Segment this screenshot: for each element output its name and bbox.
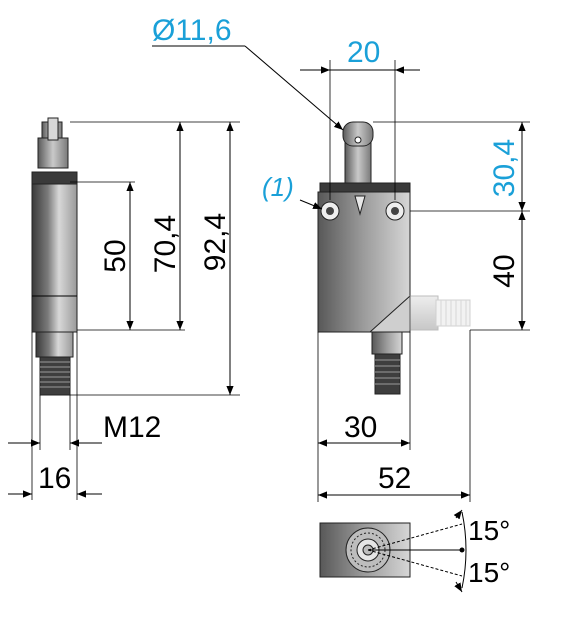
angle-lower-label: 15°: [468, 557, 510, 588]
dim-50-label: 50: [99, 239, 132, 272]
dim-70-4-label: 70,4: [149, 215, 182, 273]
side-plunger-cap: [37, 137, 69, 169]
side-neck: [35, 331, 74, 358]
cam-notch: [354, 195, 366, 216]
front-thread: [374, 353, 401, 395]
side-thread: [39, 356, 71, 396]
angle-upper-label: 15°: [468, 515, 510, 546]
dim-30-label: 30: [344, 411, 377, 444]
roller-pin: [354, 136, 362, 144]
top-view: 15° 15°: [319, 509, 510, 593]
front-plunger: [344, 139, 372, 187]
front-view: Ø11,6 20 (1) 30,4 40 30 52: [152, 14, 530, 502]
side-view: 50 70,4 92,4 M12 16: [8, 117, 240, 500]
side-thread-lines: [40, 361, 70, 388]
dim-16-label: 16: [38, 462, 71, 495]
dim-20-label: 20: [347, 36, 380, 69]
note-1-label: (1): [262, 172, 294, 202]
dim-m12-label: M12: [103, 411, 161, 444]
dim-40-label: 40: [488, 254, 521, 287]
side-body: [31, 183, 78, 333]
alt-connector-ghost: [409, 295, 471, 331]
dim-92-4-label: 92,4: [199, 213, 232, 271]
dim-diameter-label: Ø11,6: [152, 14, 232, 47]
front-neck: [371, 331, 403, 355]
front-roller: [342, 121, 374, 147]
dim-52-label: 52: [378, 462, 411, 495]
dim-30-4-label: 30,4: [488, 139, 521, 197]
side-plunger-shaft: [47, 117, 59, 141]
